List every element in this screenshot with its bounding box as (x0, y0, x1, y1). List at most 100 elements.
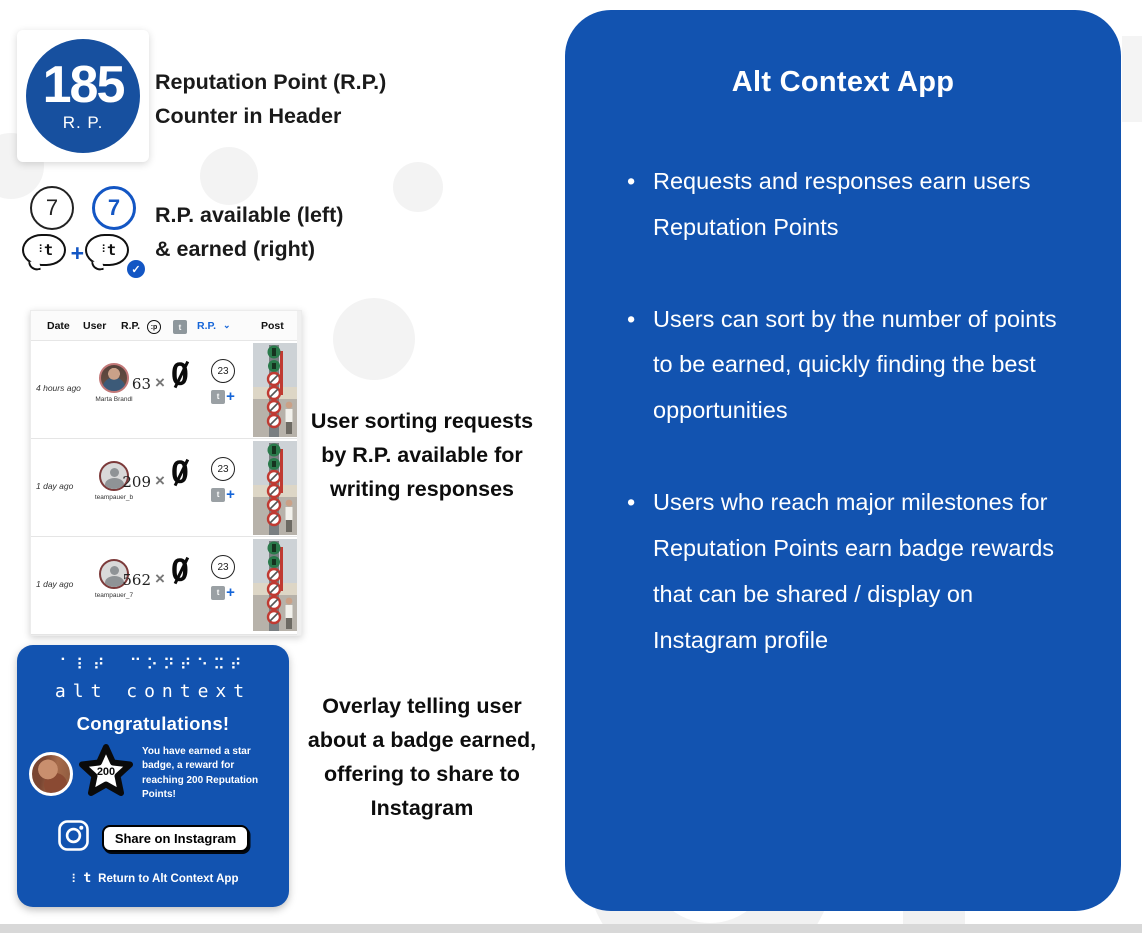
username: Marta Brandl (95, 396, 133, 403)
bullet-icon: • (627, 168, 636, 194)
rp-counter-value: 185 (42, 56, 126, 114)
post-thumbnail[interactable] (253, 343, 297, 442)
responses-count: 0 (171, 356, 189, 392)
times-icon: × (155, 569, 165, 588)
user-rp-value: 63 (131, 375, 151, 393)
plus-icon: + (70, 240, 84, 266)
earnable-rp-value: 23 (211, 457, 235, 481)
plus-icon: + (226, 388, 235, 405)
overlay-annotation: Overlay telling user about a badge earne… (307, 694, 537, 820)
share-row: Share on Instagram (57, 819, 250, 857)
instagram-icon (57, 819, 90, 857)
earnable-rp-group: 23 t + (203, 555, 243, 600)
add-response-button[interactable]: t + (211, 487, 235, 502)
return-link[interactable]: ⠸ t Return to Alt Context App (68, 872, 239, 885)
bubble-tail (91, 259, 104, 273)
column-header-rp[interactable]: R.P. (121, 320, 141, 332)
column-header-user[interactable]: User (83, 320, 107, 332)
logo-t-glyph: t (44, 240, 54, 259)
circles-caption-line1: R.P. available (left) (155, 203, 344, 227)
return-link-label: Return to Alt Context App (98, 872, 239, 885)
request-date: 1 day ago (36, 579, 74, 589)
star-badge: 200 (77, 743, 135, 804)
request-date: 4 hours ago (36, 383, 81, 393)
watermark-circle (393, 162, 443, 212)
add-response-button[interactable]: t + (211, 389, 235, 404)
share-on-instagram-button[interactable]: Share on Instagram (101, 824, 250, 852)
request-user: teampauer_b (86, 461, 142, 501)
bullet-item: • Users who reach major milestones for R… (627, 480, 1073, 663)
braille-wordmark: ⠁⠇⠞ ⠉⠕⠝⠞⠑⠭⠞ (59, 658, 246, 674)
post-mini-icon: t (211, 585, 226, 600)
plus-icon: + (226, 486, 235, 503)
request-date: 1 day ago (36, 481, 74, 491)
rp-counter-caption: Reputation Point (R.P.) Counter in Heade… (155, 66, 386, 134)
panel-title: Alt Context App (731, 66, 955, 98)
alt-context-bubble-icon: ⠸ t (85, 234, 129, 273)
request-bubble-group: ⠸ t + (22, 234, 84, 274)
responses-count: 0 (171, 454, 189, 490)
rp-available-value: 7 (45, 195, 59, 220)
rp-counter-badge: 185 R. P. (26, 39, 140, 153)
reward-message: You have earned a star badge, a reward f… (142, 746, 259, 800)
post-mini-icon: t (211, 389, 226, 404)
alt-context-wordmark: alt context (54, 681, 252, 702)
username: teampauer_b (94, 494, 134, 501)
bubble-tail (28, 259, 41, 273)
times-icon: × (155, 471, 165, 490)
post-thumbnail[interactable] (253, 441, 297, 540)
username: teampauer_7 (94, 592, 134, 599)
rp-caption-line2: Counter in Header (155, 103, 342, 128)
braille-context: ⠉⠕⠝⠞⠑⠭⠞ (129, 657, 247, 674)
user-rp-value: 562 (122, 571, 151, 589)
earnable-rp-value: 23 (211, 555, 235, 579)
add-response-button[interactable]: t + (211, 585, 235, 600)
responses-count: 0 (171, 552, 189, 588)
info-panel: Alt Context App • Requests and responses… (565, 10, 1121, 911)
avatar (99, 363, 129, 393)
star-badge-value: 200 (97, 766, 115, 778)
user-rp-value: 209 (122, 473, 151, 491)
post-thumbnail[interactable] (253, 539, 297, 636)
rp-circles-caption: R.P. available (left) & earned (right) (155, 198, 343, 267)
avatar (99, 559, 129, 589)
congrats-heading: Congratulations! (76, 713, 230, 734)
table-row[interactable]: 1 day ago teampauer_b 209 × 0 23 t + (31, 439, 301, 537)
rp-earned-value: 7 (107, 195, 121, 220)
requests-table-header: Date User R.P. :p t R.P. ⌄ Post (31, 311, 301, 341)
request-user: teampauer_7 (86, 559, 142, 599)
logo-t-glyph: t (107, 240, 117, 259)
table-row[interactable]: 1 day ago teampauer_7 562 × 0 23 t + (31, 537, 301, 635)
times-icon: × (155, 373, 165, 392)
post-mini-icon: t (211, 487, 226, 502)
bullet-item: • Requests and responses earn users Repu… (627, 159, 1073, 251)
requests-table: Date User R.P. :p t R.P. ⌄ Post 4 hours … (30, 310, 302, 636)
table-annotation: User sorting requests by R.P. available … (310, 409, 534, 501)
table-row[interactable]: 4 hours ago Marta Brandl 63 × 0 23 t + (31, 341, 301, 439)
avatar (99, 461, 129, 491)
earnable-rp-group: 23 t + (203, 359, 243, 404)
alt-context-logo-icon: ⠸ (67, 871, 77, 886)
watermark-circle (200, 147, 258, 205)
check-icon: ✓ (127, 260, 145, 278)
column-header-rp-sort[interactable]: R.P. (197, 320, 217, 332)
bullet-text: Users who reach major milestones for Rep… (653, 489, 1055, 653)
earnable-rp-value: 23 (211, 359, 235, 383)
plus-icon: + (226, 584, 235, 601)
alt-context-bubble-icon: ⠸ t (22, 234, 66, 273)
bullet-item: • Users can sort by the number of points… (627, 297, 1073, 434)
bullet-icon: • (627, 489, 636, 516)
bullet-icon: • (627, 305, 636, 332)
watermark-shape (1122, 36, 1142, 122)
rp-counter-card: 185 R. P. (17, 30, 149, 162)
rp-caption-line1: Reputation Point (R.P.) (155, 70, 387, 94)
response-count-icon: t (173, 320, 187, 334)
column-header-post[interactable]: Post (261, 320, 284, 332)
sort-caret-icon[interactable]: ⌄ (223, 320, 231, 330)
braille-dots-icon: ⠸ (34, 243, 44, 256)
table-scrollbar[interactable] (297, 311, 301, 635)
braille-alt: ⠁⠇⠞ (59, 657, 110, 674)
rp-available-counter: 7 (30, 186, 74, 230)
column-header-date[interactable]: Date (47, 320, 70, 332)
